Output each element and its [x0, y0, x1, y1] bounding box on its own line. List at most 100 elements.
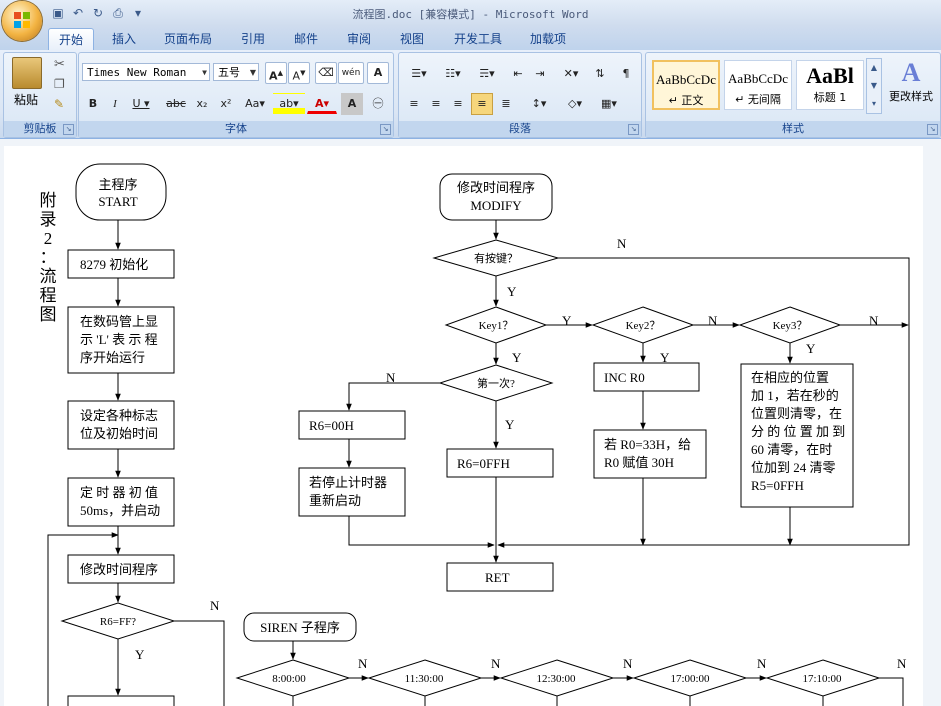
- strikethrough-button[interactable]: abc: [166, 97, 186, 110]
- modify-title-label-2: MODIFY: [470, 198, 522, 213]
- r6-00h-label: R6=00H: [309, 418, 354, 433]
- italic-button[interactable]: I: [113, 98, 117, 110]
- paragraph-launcher-icon[interactable]: ↘: [628, 124, 639, 135]
- char-border-icon[interactable]: A: [367, 62, 389, 84]
- inc-r0-label: INC R0: [604, 370, 645, 385]
- tab-addins[interactable]: 加载项: [529, 32, 566, 46]
- clipboard-group: 粘贴 ✂ ❐ ✎ 剪贴板 ↘: [3, 52, 77, 138]
- siren-time-4: 17:00:00: [670, 673, 710, 685]
- box-r6-0ffh: [446, 448, 554, 478]
- clear-format-icon[interactable]: ⌫: [315, 62, 337, 84]
- font-name-select[interactable]: Times New Roman▼: [82, 63, 210, 81]
- subscript-button[interactable]: x₂: [196, 97, 208, 110]
- align-left-icon[interactable]: ≡: [409, 97, 419, 110]
- main-start-terminal: [75, 163, 167, 221]
- tab-mailings[interactable]: 邮件: [293, 32, 318, 46]
- char-shading-icon[interactable]: A: [341, 93, 363, 115]
- cut-icon[interactable]: ✂: [54, 57, 65, 72]
- key2-label: Key2？: [626, 320, 661, 332]
- r0-check-label-2: R0 赋值 30H: [604, 455, 674, 470]
- shrink-font-button[interactable]: A▼: [288, 62, 310, 84]
- modify-title-label: 修改时间程序: [457, 180, 535, 195]
- styles-launcher-icon[interactable]: ↘: [927, 124, 938, 135]
- undo-icon[interactable]: ↶: [72, 6, 84, 20]
- key3-label: Key3？: [773, 320, 808, 332]
- superscript-button[interactable]: x²: [220, 97, 232, 110]
- multilevel-list-icon[interactable]: ☴▾: [479, 67, 495, 80]
- key3-adjust-label-1: 在相应的位置: [751, 370, 829, 385]
- quick-access-toolbar: ▣ ↶ ↻ ⎙ ▾: [50, 5, 146, 21]
- increase-indent-icon[interactable]: ⇥: [535, 67, 545, 80]
- highlight-color-icon[interactable]: ab▾: [273, 93, 305, 115]
- font-color-icon[interactable]: A▾: [307, 93, 337, 114]
- borders-icon[interactable]: ▦▾: [601, 97, 617, 110]
- save-icon[interactable]: ▣: [52, 6, 64, 20]
- main-flags-label-1: 设定各种标志: [80, 408, 158, 423]
- redo-icon[interactable]: ↻: [92, 6, 104, 20]
- decrease-indent-icon[interactable]: ⇤: [513, 67, 523, 80]
- tab-review[interactable]: 审阅: [346, 32, 371, 46]
- grow-font-button[interactable]: A▲: [265, 62, 287, 84]
- font-size-value: 五号: [218, 66, 240, 79]
- side-title-char: 图: [40, 305, 57, 324]
- format-painter-icon[interactable]: ✎: [54, 97, 65, 111]
- side-title-char: 程: [40, 286, 57, 305]
- align-center-icon[interactable]: ≡: [431, 97, 441, 110]
- main-start-label: 主程序: [98, 177, 137, 192]
- enclose-char-icon[interactable]: ㊀: [372, 97, 384, 110]
- tab-insert[interactable]: 插入: [111, 32, 136, 46]
- tab-developer[interactable]: 开发工具: [453, 32, 502, 46]
- numbering-icon[interactable]: ☷▾: [445, 67, 461, 80]
- bullets-icon[interactable]: ☰▾: [411, 67, 427, 80]
- font-size-select[interactable]: 五号▼: [213, 63, 259, 81]
- style-no-spacing[interactable]: AaBbCcDc ↵ 无间隔: [724, 60, 792, 110]
- chinese-layout-icon[interactable]: ✕▾: [563, 67, 579, 80]
- tab-references[interactable]: 引用: [240, 32, 265, 46]
- box-inc-r0: [593, 362, 700, 392]
- underline-button[interactable]: U ▾: [132, 97, 150, 110]
- main-init-box: [67, 249, 175, 279]
- style-normal[interactable]: AaBbCcDc ↵ 正文: [652, 60, 720, 110]
- shading-icon[interactable]: ◇▾: [568, 97, 582, 110]
- distribute-icon[interactable]: ≣: [501, 97, 511, 110]
- style-heading-1-sample: AaBl: [806, 63, 854, 88]
- paragraph-group-label: 段落: [399, 121, 641, 137]
- tab-home[interactable]: 开始: [48, 28, 94, 51]
- main-init-label: 8279 初始化: [80, 257, 148, 272]
- change-case-button[interactable]: Aa▾: [245, 97, 265, 110]
- font-launcher-icon[interactable]: ↘: [380, 124, 391, 135]
- copy-icon[interactable]: ❐: [54, 77, 65, 91]
- tab-view[interactable]: 视图: [399, 32, 424, 46]
- side-title-char: 附: [40, 191, 57, 210]
- main-flags-label-2: 位及初始时间: [80, 426, 158, 441]
- sort-icon[interactable]: ⇅: [595, 67, 605, 80]
- paste-icon[interactable]: [12, 57, 42, 89]
- print-preview-icon[interactable]: ⎙: [113, 6, 123, 20]
- siren-start-terminal: [243, 612, 357, 642]
- line-spacing-icon[interactable]: ↕▾: [531, 97, 547, 110]
- tab-page-layout[interactable]: 页面布局: [163, 32, 212, 46]
- paste-button[interactable]: 粘贴: [13, 93, 38, 107]
- main-start-label-2: START: [98, 194, 137, 209]
- side-title-char: 录: [40, 210, 57, 229]
- key1-label: Key1？: [479, 320, 514, 332]
- bold-button[interactable]: B: [88, 97, 98, 110]
- justify-icon[interactable]: ≡: [471, 93, 493, 115]
- clipboard-launcher-icon[interactable]: ↘: [63, 124, 74, 135]
- phonetic-guide-icon[interactable]: wén: [338, 62, 364, 84]
- change-styles-button[interactable]: A 更改样式: [886, 58, 936, 114]
- styles-scroll[interactable]: ▲▼▾: [866, 58, 882, 114]
- main-display-label-3: 序开始运行: [80, 350, 145, 365]
- key2-yes-label: Y: [660, 350, 670, 365]
- style-heading-1[interactable]: AaBl 标题 1: [796, 60, 864, 110]
- main-display-label-1: 在数码管上显: [80, 314, 158, 329]
- key3-adjust-label-6: 位加到 24 清零: [751, 460, 836, 475]
- customize-icon[interactable]: ▾: [134, 6, 142, 20]
- restart-label-2: 重新启动: [309, 493, 361, 508]
- align-right-icon[interactable]: ≡: [453, 97, 463, 110]
- show-marks-icon[interactable]: ¶: [622, 67, 630, 80]
- font-group: Times New Roman▼ 五号▼ A▲ A▼ ⌫ wén A B I U…: [78, 52, 394, 138]
- office-button[interactable]: [2, 1, 42, 41]
- siren-no-4: N: [757, 656, 767, 671]
